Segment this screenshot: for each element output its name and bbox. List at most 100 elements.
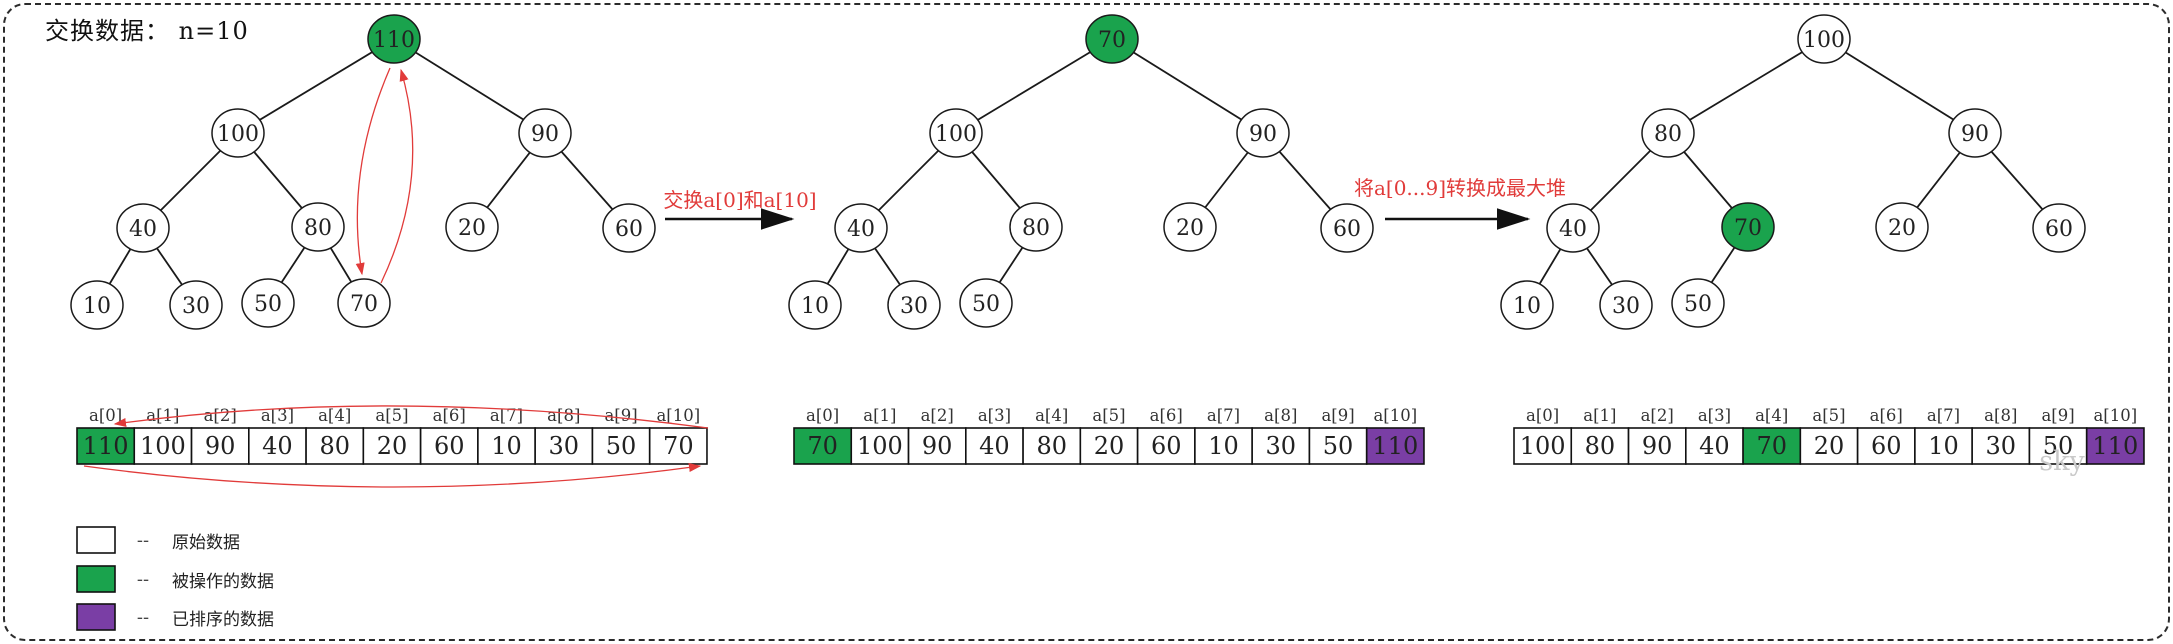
array-cell [2085,427,2145,465]
array-index-label: a[7] [1207,406,1240,425]
array-index-label: a[6] [1870,406,1903,425]
tree-node [1163,202,1217,252]
tree-node-value: 90 [1249,122,1277,147]
array-index-label: a[10] [2093,406,2137,425]
array-index-label: a[7] [1927,406,1960,425]
array-cell-value: 20 [1094,432,1125,460]
array-cell [190,427,250,465]
legend-label: 被操作的数据 [172,572,274,592]
array-cell [1799,427,1859,465]
tree-node-value: 60 [615,217,643,242]
array-cell [591,427,651,465]
array-index-label: a[8] [1984,406,2017,425]
tree-node [959,278,1013,328]
legend-swatch [76,603,116,631]
array-cell-value: 110 [1372,432,1418,460]
array-cell [1914,427,1973,465]
tree-node [241,278,295,328]
array-index-label: a[3] [261,406,294,425]
tree-node [1236,108,1290,158]
tree-node [788,280,842,330]
array-index-label: a[4] [1035,406,1068,425]
array-cell [648,427,708,465]
array-cell-value: 100 [140,432,186,460]
array-index-label: a[0] [1526,406,1559,425]
array-cell [1627,427,1687,465]
tree-node-value: 10 [1513,294,1541,319]
array-index-label: a[3] [1698,406,1731,425]
transition-2: 将a[0...9]转换成最大堆 [1354,176,1566,230]
tree-node-value: 70 [1098,28,1126,53]
legend-item-operated: -- 被操作的数据 [76,565,274,593]
tree-node-value: 10 [83,294,111,319]
tree-node-value: 110 [373,28,415,53]
array-cell-value: 40 [262,432,293,460]
array-index-label: a[3] [978,406,1011,425]
array-cell [1251,427,1311,465]
array-cell-value: 30 [549,432,580,460]
array-index-label: a[1] [146,406,179,425]
page-title: 交换数据： n=10 [45,17,249,45]
tree-node-value: 60 [2045,217,2073,242]
array-cell [1136,427,1196,465]
array-index-label: a[0] [89,406,122,425]
tree-node [169,280,223,330]
array-cell-value: 60 [1871,432,1902,460]
array-cell-value: 30 [1986,432,2017,460]
array-cell-value: 80 [1585,432,1616,460]
array-cell-value: 90 [1642,432,1673,460]
array-cell [1856,427,1916,465]
array-index-label: a[10] [1373,406,1417,425]
array-cell-value: 70 [807,432,838,460]
array-cell [1742,427,1802,465]
tree-node-value: 80 [1022,216,1050,241]
legend-item-sorted: --已排序的数据 [76,603,274,631]
array-cell-value: 90 [922,432,953,460]
array-cell-value: 40 [979,432,1010,460]
array-index-label: a[2] [1641,406,1674,425]
tree-node [602,203,656,253]
tree-node [887,280,941,330]
tree-node [1875,202,1929,252]
array-cell [1365,427,1425,465]
legend-dash: -- [137,530,149,551]
tree-node-value: 90 [531,122,559,147]
tree-node [1641,108,1695,158]
array-cell-value: 100 [1520,432,1566,460]
array-cell-value: 70 [1756,432,1787,460]
tree-node-value: 60 [1333,217,1361,242]
array-index-label: a[4] [1755,406,1788,425]
array-cell-value: 80 [319,432,350,460]
array-cell [1685,427,1744,465]
array-cell-value: 30 [1266,432,1297,460]
tree-node [445,202,499,252]
array-index-label: a[9] [1321,406,1354,425]
tree-node-value: 70 [1734,216,1762,241]
array-cell [1513,427,1573,465]
tree-edge [1667,38,1825,134]
transition-label: 将a[0...9]转换成最大堆 [1354,176,1566,200]
tree-edge [393,38,546,134]
array-index-label: a[6] [433,406,466,425]
tree-node-value: 20 [1888,216,1916,241]
tree-node-value: 30 [182,294,210,319]
watermark-text: sky [2039,446,2085,477]
array-cell [1194,427,1253,465]
tree-node [1671,278,1725,328]
array-cell-value: 110 [2092,432,2138,460]
tree-node-value: 90 [1961,122,1989,147]
tree-node-value: 100 [1803,28,1845,53]
tree-node [1797,14,1851,64]
array-cell [133,427,193,465]
tree-node [2032,203,2086,253]
array-cell-value: 80 [1036,432,1067,460]
array-index-label: a[7] [490,406,523,425]
array-cell [965,427,1024,465]
tree-node-value: 70 [350,292,378,317]
tree-node [1009,202,1063,252]
legend-dash: -- [137,569,149,590]
array-cell [534,427,594,465]
array-cell [2028,427,2088,465]
